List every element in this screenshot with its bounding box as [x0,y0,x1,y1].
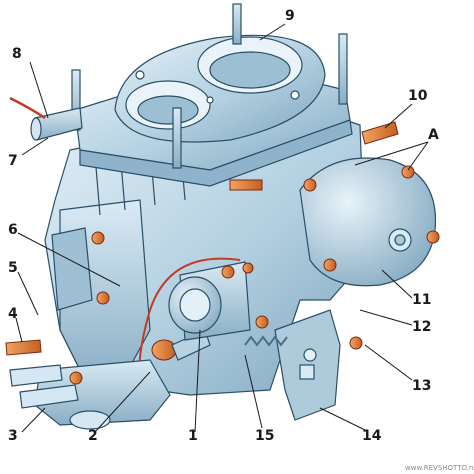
choke-wire [9,96,46,120]
callout-8: 8 [12,46,22,62]
callout-14: 14 [362,428,382,444]
return-spring [244,335,288,347]
adjusting-screws [5,121,399,356]
leader-lines [15,23,429,433]
callout-3: 3 [8,428,18,444]
callout-15: 15 [255,428,274,444]
callout-11: 11 [412,292,431,308]
callout-10: 10 [408,88,428,104]
carburetor-body [44,104,366,396]
brass-screws [69,165,440,385]
callout-6: 6 [8,222,18,238]
throttle-body-base [9,359,171,430]
idle-cutoff-valve [168,261,251,341]
accelerator-pump-cover [299,157,437,287]
callout-12: 12 [412,319,431,335]
callout-7: 7 [8,153,18,169]
fuel-inlet-fitting [30,107,83,141]
throttle-lever [274,309,341,421]
callout-A: A [428,127,439,143]
callout-1: 1 [188,428,198,444]
watermark: www.REVSHOTTO.ru [405,464,474,472]
callout-9: 9 [285,8,295,24]
callout-5: 5 [8,260,18,276]
callout-4: 4 [8,306,18,322]
air-filter-mount-cover [114,34,326,143]
callout-13: 13 [412,378,431,394]
callout-2: 2 [88,428,98,444]
